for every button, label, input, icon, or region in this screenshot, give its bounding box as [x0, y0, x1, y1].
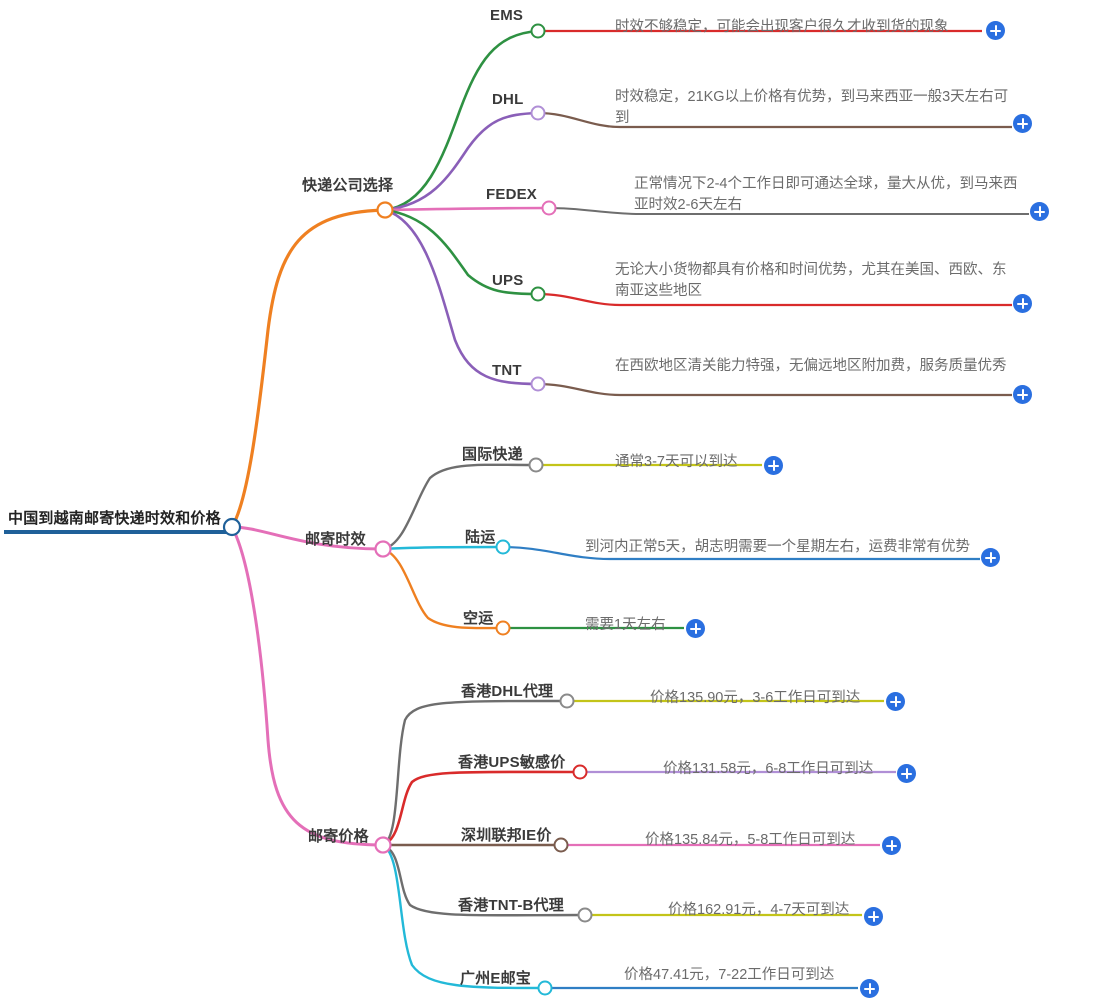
add-node-button-szie[interactable] — [882, 836, 901, 855]
line-dhl-detail — [537, 111, 1012, 129]
detail-dhl[interactable]: 时效稳定，21KG以上价格有优势，到马来西亚一般3天左右可到 — [615, 89, 1009, 126]
line-tnt-detail — [537, 382, 1012, 397]
link-shixiao-to-kongyun — [381, 547, 505, 630]
add-node-button-hkdhl[interactable] — [886, 692, 905, 711]
detail-hkups[interactable]: 价格131.58元，6-8工作日可到达 — [663, 761, 874, 777]
add-node-button-fedex[interactable] — [1030, 202, 1049, 221]
line-fedex-detail — [548, 207, 1029, 215]
link-jiage-to-hkups — [381, 770, 582, 847]
detail-hktnt[interactable]: 价格162.91元，4-7天可到达 — [668, 902, 850, 918]
root-label[interactable]: 中国到越南邮寄快递时效和价格 — [8, 510, 221, 527]
node-dhl[interactable] — [530, 105, 546, 121]
link-root-to-shixiao — [230, 525, 385, 551]
add-node-button-ups[interactable] — [1013, 294, 1032, 313]
add-node-button-dhl[interactable] — [1013, 114, 1032, 133]
detail-fedex[interactable]: 正常情况下2-4个工作日即可通达全球，量大从优，到马来西亚时效2-6天左右 — [634, 176, 1018, 213]
topic-label-kongyun[interactable]: 空运 — [463, 610, 494, 627]
node-fedex[interactable] — [541, 200, 557, 216]
detail-ems[interactable]: 时效不够稳定，可能会出现客户很久才收到货的现象 — [615, 19, 949, 35]
node-hkdhl[interactable] — [559, 693, 575, 709]
branch-label-jiage[interactable]: 邮寄价格 — [308, 828, 369, 845]
link-shixiao-to-luyun — [381, 545, 505, 551]
topic-label-dhl[interactable]: DHL — [492, 91, 524, 108]
link-root-to-kuaidi — [230, 208, 387, 529]
add-node-button-hkups[interactable] — [897, 764, 916, 783]
node-luyun[interactable] — [495, 539, 511, 555]
node-guoji[interactable] — [528, 457, 544, 473]
line-ups-detail — [537, 292, 1012, 307]
branch-label-shixiao[interactable]: 邮寄时效 — [305, 531, 366, 548]
node-hkups[interactable] — [572, 764, 588, 780]
node-gzeyoubao[interactable] — [537, 980, 553, 996]
topic-label-luyun[interactable]: 陆运 — [465, 529, 496, 546]
link-kuaidi-to-ems — [383, 29, 540, 212]
detail-szie[interactable]: 价格135.84元，5-8工作日可到达 — [645, 832, 856, 848]
topic-label-guoji[interactable]: 国际快递 — [462, 446, 523, 463]
node-root[interactable] — [222, 517, 242, 537]
topic-label-ems[interactable]: EMS — [490, 7, 524, 24]
add-node-button-luyun[interactable] — [981, 548, 1000, 567]
detail-hkdhl[interactable]: 价格135.90元，3-6工作日可到达 — [650, 690, 861, 706]
node-tnt[interactable] — [530, 376, 546, 392]
detail-luyun[interactable]: 到河内正常5天，胡志明需要一个星期左右，运费非常有优势 — [585, 539, 971, 555]
add-node-button-tnt[interactable] — [1013, 385, 1032, 404]
link-kuaidi-to-dhl — [383, 111, 540, 212]
line-luyun-detail — [502, 545, 980, 561]
detail-kongyun[interactable]: 需要1天左右 — [585, 617, 666, 633]
add-node-button-kongyun[interactable] — [686, 619, 705, 638]
add-node-button-guoji[interactable] — [764, 456, 783, 475]
add-node-button-ems[interactable] — [986, 21, 1005, 40]
topic-label-szie[interactable]: 深圳联邦IE价 — [461, 827, 552, 844]
detail-guoji[interactable]: 通常3-7天可以到达 — [615, 454, 738, 470]
link-jiage-to-hkdhl — [381, 699, 569, 847]
node-szie[interactable] — [553, 837, 569, 853]
link-jiage-to-gzeyoubao — [381, 843, 547, 990]
link-kuaidi-to-ups — [383, 208, 540, 296]
topic-label-fedex[interactable]: FEDEX — [486, 186, 538, 203]
node-kongyun[interactable] — [495, 620, 511, 636]
branch-label-kuaidi[interactable]: 快递公司选择 — [302, 177, 394, 194]
link-jiage-to-hktnt — [381, 843, 587, 917]
detail-gzeyoubao[interactable]: 价格47.41元，7-22工作日可到达 — [624, 967, 835, 983]
add-node-button-hktnt[interactable] — [864, 907, 883, 926]
node-hktnt[interactable] — [577, 907, 593, 923]
node-ups[interactable] — [530, 286, 546, 302]
detail-ups[interactable]: 无论大小货物都具有价格和时间优势，尤其在美国、西欧、东南亚这些地区 — [615, 262, 1007, 299]
link-root-to-jiage — [230, 525, 385, 847]
topic-label-ups[interactable]: UPS — [492, 272, 524, 289]
topic-label-tnt[interactable]: TNT — [492, 362, 522, 379]
node-jiage[interactable] — [374, 836, 392, 854]
topic-label-hkups[interactable]: 香港UPS敏感价 — [458, 754, 566, 771]
detail-tnt[interactable]: 在西欧地区清关能力特强，无偏远地区附加费，服务质量优秀 — [615, 358, 1007, 374]
link-kuaidi-to-tnt — [383, 208, 540, 386]
node-shixiao[interactable] — [374, 540, 392, 558]
link-kuaidi-to-fedex — [383, 206, 551, 212]
add-node-button-gzeyoubao[interactable] — [860, 979, 879, 998]
topic-label-hktnt[interactable]: 香港TNT-B代理 — [458, 897, 564, 914]
node-kuaidi[interactable] — [376, 201, 394, 219]
link-shixiao-to-guoji — [381, 463, 538, 551]
node-ems[interactable] — [530, 23, 546, 39]
topic-label-gzeyoubao[interactable]: 广州E邮宝 — [460, 970, 532, 987]
topic-label-hkdhl[interactable]: 香港DHL代理 — [461, 683, 554, 700]
